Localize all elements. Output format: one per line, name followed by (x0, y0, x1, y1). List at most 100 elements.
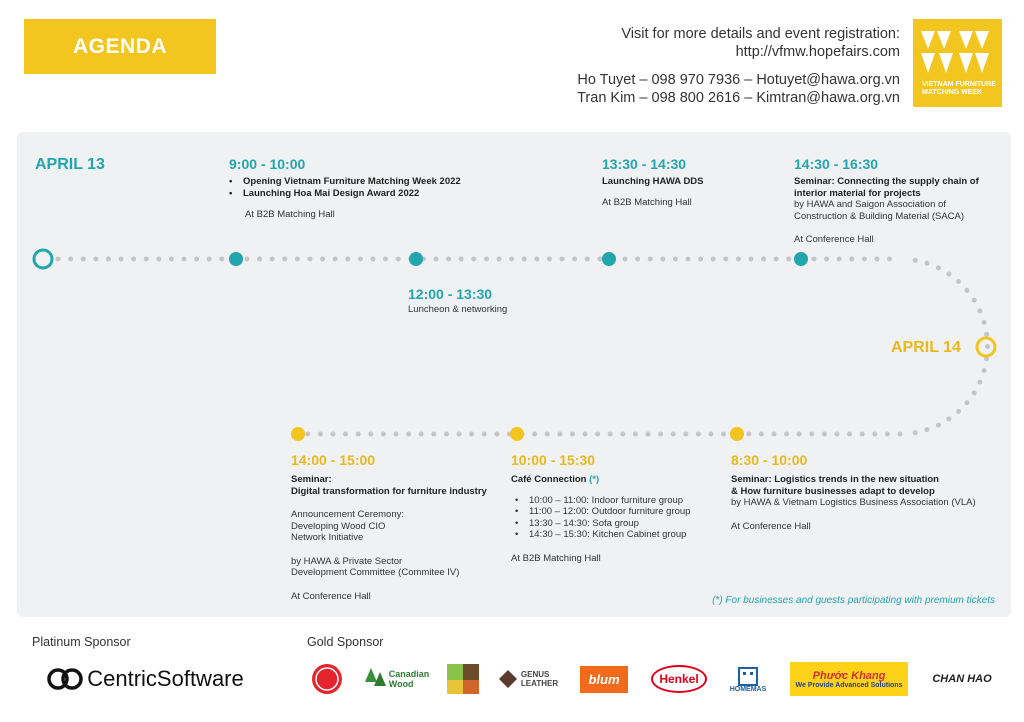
timeline-dot (206, 256, 212, 262)
registration-info: Visit for more details and event registr… (621, 25, 900, 61)
platinum-sponsor-label: Platinum Sponsor (32, 635, 131, 649)
timeline-dot (670, 431, 676, 437)
timeline-dot (582, 431, 588, 437)
genus-g-icon (498, 670, 517, 688)
milestone-dot (794, 252, 808, 266)
timeline-dot (219, 256, 225, 262)
timeline-dot (168, 256, 174, 262)
timeline-dot (884, 431, 890, 437)
timeline-dot (80, 256, 86, 262)
wood-text: Wood (388, 679, 414, 689)
timeline-dot (821, 431, 827, 437)
timeline-dot (370, 256, 376, 262)
timeline-dot (647, 256, 653, 262)
event-location: At B2B Matching Hall (245, 209, 335, 220)
event-title: Digital transformation for furniture ind… (291, 485, 487, 497)
timeline-dot (383, 256, 389, 262)
timeline-dot (105, 256, 111, 262)
blum-logo: blum (577, 662, 631, 696)
timeline-dot (771, 431, 777, 437)
centric-mark-icon (47, 668, 83, 690)
milestone-dot (510, 427, 524, 441)
timeline-dot (544, 431, 550, 437)
timeline-dot (847, 431, 853, 437)
timeline-dot (433, 256, 439, 262)
timeline-dot (597, 256, 603, 262)
event-supply-chain: 14:30 - 16:30 Seminar: Connecting the su… (794, 156, 1004, 246)
event-opening: 9:00 - 10:00 Opening Vietnam Furniture M… (229, 156, 509, 221)
list-item: Opening Vietnam Furniture Matching Week … (229, 176, 509, 188)
day2-date: APRIL 14 (891, 339, 961, 356)
timeline-dot (981, 319, 987, 325)
timeline-dot (332, 256, 338, 262)
timeline-dot (632, 431, 638, 437)
timeline-dot (93, 256, 99, 262)
timeline-dot (695, 431, 701, 437)
milestone-dot (229, 252, 243, 266)
timeline-dot (946, 271, 952, 277)
timeline-dot (645, 431, 651, 437)
homemas-logo: HOMEMAS (722, 662, 774, 696)
timeline-dot (773, 256, 779, 262)
event-title: Seminar: Connecting the supply chain of (794, 176, 979, 187)
timeline-dot (836, 256, 842, 262)
vfmw-mark-icon (921, 31, 989, 73)
building-icon (738, 666, 758, 686)
start-ring-icon (32, 248, 54, 270)
timeline-dot (971, 390, 977, 396)
event-url[interactable]: http://vfmw.hopefairs.com (735, 44, 900, 60)
event-time: 14:30 - 16:30 (794, 156, 879, 172)
timeline-dot (977, 308, 983, 314)
timeline-dot (735, 256, 741, 262)
centric-wordmark: CentricSoftware (87, 666, 244, 691)
premium-footnote: (*) For businesses and guests participat… (712, 595, 995, 606)
cao-logo-icon (312, 664, 342, 694)
timeline-dot (456, 431, 462, 437)
event-luncheon: 12:00 - 13:30 Luncheon & networking (408, 286, 588, 316)
timeline-dot (156, 256, 162, 262)
timeline-dot (861, 256, 867, 262)
timeline-dot (244, 256, 250, 262)
phuoc-khang-tagline: We Provide Advanced Solutions (795, 681, 903, 689)
event-time: 14:00 - 15:00 (291, 452, 376, 468)
timeline-dot (418, 431, 424, 437)
timeline-dot (406, 431, 412, 437)
canadian-text: Canadian (388, 669, 430, 679)
event-title: Café Connection (*) (511, 474, 721, 486)
event-organizer: by HAWA & Vietnam Logistics Business Ass… (731, 497, 976, 508)
timeline-dot (946, 416, 952, 422)
timeline-dot (368, 431, 374, 437)
timeline-dot (55, 256, 61, 262)
timeline-dot (786, 256, 792, 262)
timeline-dot (469, 431, 475, 437)
timeline-dot (710, 256, 716, 262)
timeline-dot (307, 256, 313, 262)
timeline-dot (971, 297, 977, 303)
timeline-dot (143, 256, 149, 262)
event-organizer: by HAWA and Saigon Association of (794, 199, 946, 210)
timeline-dot (131, 256, 137, 262)
timeline-dot (935, 265, 941, 271)
event-time: 10:00 - 15:30 (511, 452, 596, 468)
visit-text: Visit for more details and event registr… (621, 26, 900, 42)
list-item: Launching Hoa Mai Design Award 2022 (229, 188, 509, 200)
timeline-dot (595, 431, 601, 437)
event-location: At B2B Matching Hall (511, 552, 601, 564)
timeline-dot (393, 431, 399, 437)
timeline-dot (809, 431, 815, 437)
timeline-dot (118, 256, 124, 262)
timeline-dot (849, 256, 855, 262)
timeline-dot (897, 431, 903, 437)
timeline-dot (320, 256, 326, 262)
list-item: 10:00 – 11:00: Indoor furniture group (515, 495, 721, 507)
timeline-dot (859, 431, 865, 437)
timeline-dot (658, 431, 664, 437)
genus-leather-logo: GENUS LEATHER (496, 662, 560, 696)
milestone-dot (291, 427, 305, 441)
event-title: Seminar: (291, 474, 332, 485)
henkel-logo: Henkel (651, 662, 707, 696)
timeline-dot (496, 256, 502, 262)
event-location: At B2B Matching Hall (602, 196, 692, 208)
timeline-dot (985, 344, 990, 349)
timeline-dot (956, 409, 961, 414)
